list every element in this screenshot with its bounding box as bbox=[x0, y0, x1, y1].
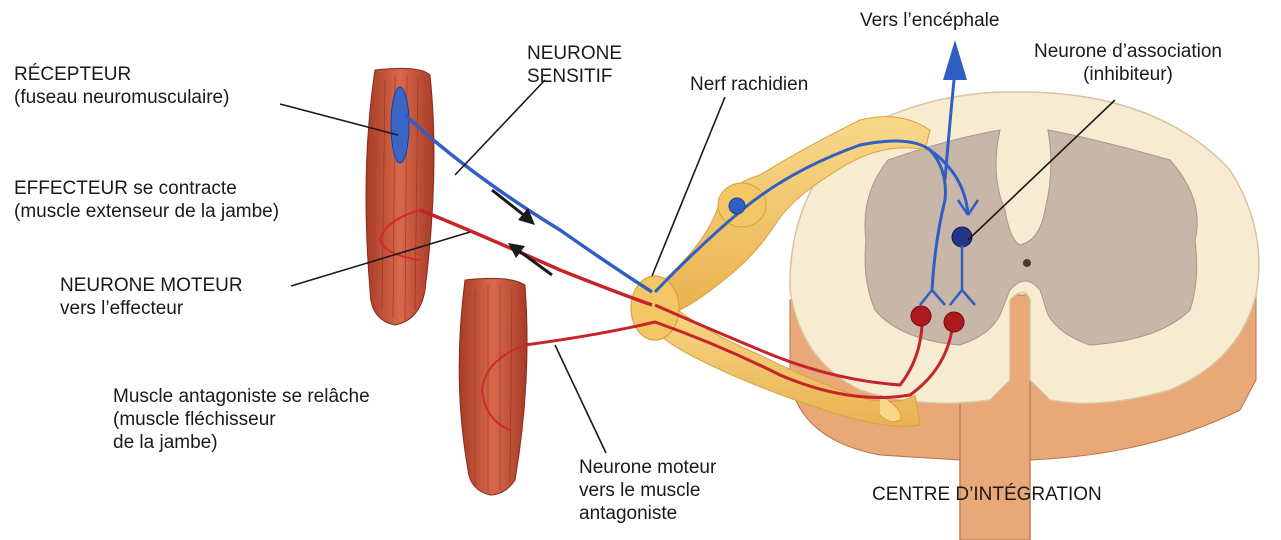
leader-neurone-sensitif bbox=[454, 79, 546, 176]
spinal-cord-grey-matter bbox=[864, 129, 1198, 346]
leader-recepteur bbox=[279, 103, 399, 136]
sensory-cell-body bbox=[728, 197, 746, 215]
motor-neuron bbox=[419, 208, 932, 387]
leader-neurone-moteur bbox=[290, 231, 471, 287]
label-vers-encephale: Vers l’encéphale bbox=[860, 9, 999, 32]
label-neurone-moteur-antagoniste-line1: Neurone moteur bbox=[579, 457, 717, 478]
antagonist-motor-cell-body bbox=[943, 311, 965, 333]
label-neurone-association-line2: (inhibiteur) bbox=[1083, 64, 1173, 85]
label-neurone-moteur-antagoniste-line2: vers le muscle bbox=[579, 480, 701, 501]
label-neurone-association-line1: Neurone d’association bbox=[1033, 41, 1222, 62]
label-effecteur-subtitle: (muscle extenseur de la jambe) bbox=[14, 201, 280, 222]
label-recepteur-title: RÉCEPTEUR bbox=[14, 64, 132, 85]
label-neurone-sensitif-line1: NEURONE bbox=[527, 43, 623, 64]
label-neurone-sensitif-line2: SENSITIF bbox=[527, 66, 613, 87]
association-neuron bbox=[949, 226, 976, 306]
antagonist-muscle bbox=[458, 277, 528, 496]
label-vers-encephale-text: Vers l’encéphale bbox=[860, 10, 1000, 31]
label-neurone-moteur: NEURONE MOTEUR vers l’effecteur bbox=[60, 274, 243, 320]
leader-nerf-rachidien bbox=[651, 96, 726, 277]
label-nerf-rachidien-text: Nerf rachidien bbox=[690, 74, 809, 95]
label-centre-integration-text: CENTRE D’INTÉGRATION bbox=[872, 484, 1102, 505]
label-effecteur-title: EFFECTEUR se contracte bbox=[14, 178, 237, 199]
label-neurone-association: Neurone d’association (inhibiteur) bbox=[1023, 40, 1233, 86]
label-neurone-moteur-antagoniste: Neurone moteur vers le muscle antagonist… bbox=[579, 456, 716, 525]
label-antagoniste: Muscle antagoniste se relâche (muscle fl… bbox=[113, 385, 370, 454]
motor-direction-arrow bbox=[508, 243, 553, 277]
leader-lines bbox=[279, 79, 1116, 454]
leader-neurone-association bbox=[967, 99, 1116, 241]
label-antagoniste-line3: de la jambe) bbox=[113, 432, 218, 453]
label-neurone-moteur-antagoniste-line3: antagoniste bbox=[579, 503, 678, 524]
extensor-muscle bbox=[365, 67, 435, 326]
label-recepteur: RÉCEPTEUR (fuseau neuromusculaire) bbox=[14, 63, 229, 109]
label-antagoniste-line2: (muscle fléchisseur bbox=[113, 409, 276, 430]
label-centre-integration: CENTRE D’INTÉGRATION bbox=[872, 483, 1102, 506]
leader-neurone-moteur-antagoniste bbox=[554, 344, 607, 454]
label-neurone-moteur-title: NEURONE MOTEUR bbox=[60, 275, 243, 296]
label-antagoniste-line1: Muscle antagoniste se relâche bbox=[113, 386, 370, 407]
label-neurone-sensitif: NEURONE SENSITIF bbox=[527, 42, 622, 88]
label-nerf-rachidien: Nerf rachidien bbox=[690, 73, 808, 96]
ascending-arrow bbox=[943, 40, 967, 80]
sensory-neuron bbox=[403, 69, 980, 306]
label-effecteur: EFFECTEUR se contracte (muscle extenseur… bbox=[14, 177, 279, 223]
label-recepteur-subtitle: (fuseau neuromusculaire) bbox=[14, 87, 230, 108]
label-neurone-moteur-subtitle: vers l’effecteur bbox=[60, 298, 184, 319]
motor-cell-body bbox=[910, 305, 932, 327]
antagonist-motor-neuron bbox=[524, 311, 965, 399]
sensory-direction-arrow bbox=[491, 188, 535, 225]
muscle-spindle-receptor bbox=[390, 86, 410, 164]
